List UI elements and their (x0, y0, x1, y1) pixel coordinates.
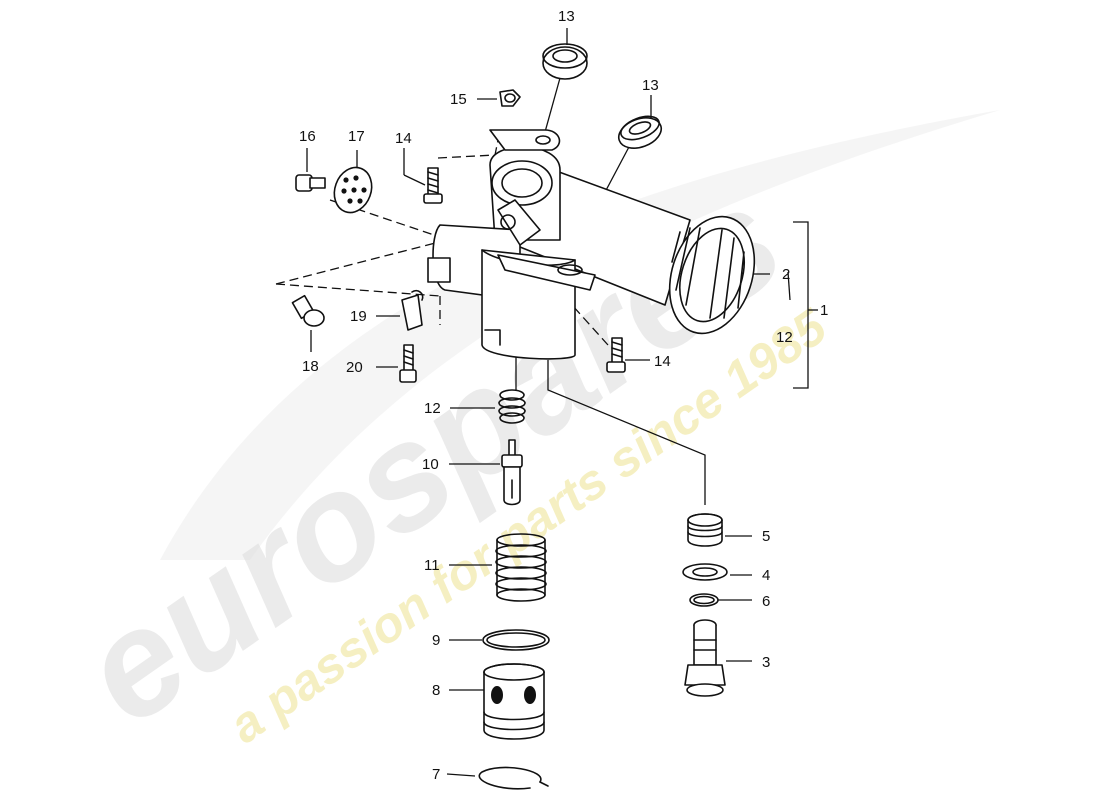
spring-11 (495, 533, 547, 602)
screw-14a (423, 167, 443, 204)
seal-ring-13b (617, 115, 663, 149)
callout-4: 4 (762, 567, 770, 584)
nut-15 (499, 89, 521, 107)
valve-piston-10 (501, 439, 523, 506)
callout-labels: 1 2 3 4 5 6 7 8 9 10 11 12 12 13 13 14 1… (299, 8, 828, 783)
callout-3: 3 (762, 654, 770, 671)
callout-17: 17 (348, 128, 365, 145)
seal-ring-13a (542, 43, 588, 80)
bypass-valve-3 (684, 619, 726, 697)
o-ring-6 (689, 593, 719, 607)
callout-12a: 12 (424, 400, 441, 417)
valve-insert-5 (687, 513, 723, 547)
oil-filter-housing (427, 129, 756, 360)
o-ring-9 (482, 629, 550, 651)
callout-14b: 14 (654, 353, 671, 370)
callout-1: 1 (820, 302, 828, 319)
washer-4 (682, 563, 728, 581)
callout-11: 11 (424, 557, 440, 574)
bolt-16 (295, 174, 326, 192)
callout-10: 10 (422, 456, 439, 473)
callout-14a: 14 (395, 130, 412, 147)
circlip-7 (478, 766, 549, 790)
screw-20 (399, 344, 417, 383)
callout-19: 19 (350, 308, 367, 325)
plug-8 (483, 663, 545, 740)
bracket-clip-19 (401, 289, 424, 331)
callout-2: 2 (782, 266, 790, 283)
callout-9: 9 (432, 632, 440, 649)
screw-14b (606, 337, 626, 373)
callout-13b: 13 (642, 77, 659, 94)
bolt-18 (291, 294, 325, 327)
watermark-swoosh (160, 110, 1000, 560)
spring-12 (498, 389, 526, 424)
callout-5: 5 (762, 528, 770, 545)
callout-6: 6 (762, 593, 770, 610)
callout-8: 8 (432, 682, 440, 699)
callout-15: 15 (450, 91, 467, 108)
callout-13a: 13 (558, 8, 575, 25)
callout-7: 7 (432, 766, 440, 783)
callout-12b: 12 (776, 329, 793, 346)
callout-20: 20 (346, 359, 363, 376)
callout-16: 16 (299, 128, 316, 145)
callout-18: 18 (302, 358, 319, 375)
screen-disc-17 (333, 166, 373, 214)
